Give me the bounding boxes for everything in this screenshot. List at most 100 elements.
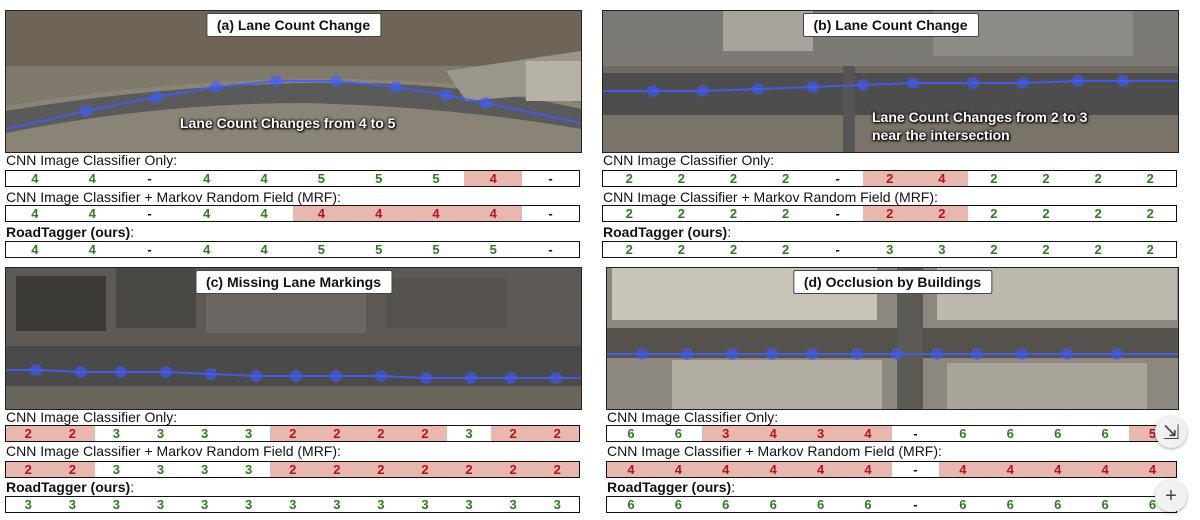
graph-node bbox=[807, 81, 819, 93]
row-label-ours: RoadTagger (ours): bbox=[6, 480, 134, 495]
lane-count-cell: 2 bbox=[729, 171, 738, 186]
graph-node bbox=[440, 89, 452, 101]
collapse-arrows-icon[interactable]: ⇲ bbox=[1155, 416, 1187, 448]
lane-count-cell: 6 bbox=[1101, 497, 1109, 512]
lane-count-cell: 3 bbox=[938, 242, 946, 257]
lane-count-cell: 3 bbox=[465, 426, 473, 441]
row-label-text: RoadTagger (ours) bbox=[603, 224, 728, 240]
panel-title-c: (c) Missing Lane Markings bbox=[194, 270, 393, 294]
lane-count-cell: 2 bbox=[1146, 242, 1154, 257]
lane-count-cell: 3 bbox=[553, 497, 561, 512]
lane-count-cell: 2 bbox=[915, 206, 969, 221]
lane-count-cell: 2 bbox=[446, 462, 492, 477]
row-label-colon: : bbox=[727, 224, 732, 240]
scene-d bbox=[607, 268, 1178, 409]
graph-node bbox=[971, 348, 983, 360]
lane-count-cell: 2 bbox=[270, 426, 316, 441]
lane-count-cell: 4 bbox=[260, 171, 268, 186]
lane-count-cell: 5 bbox=[317, 171, 326, 186]
lane-count-cell: 2 bbox=[50, 462, 95, 477]
lane-count-cell: 4 bbox=[654, 462, 703, 477]
lane-count-cell: 6 bbox=[769, 497, 777, 512]
lane-count-cell: 3 bbox=[509, 497, 517, 512]
graph-node bbox=[1072, 75, 1084, 87]
lane-count-cell: 6 bbox=[1101, 426, 1109, 441]
lane-count-cell: 2 bbox=[270, 462, 316, 477]
lane-count-cell: 5 bbox=[489, 242, 497, 257]
lane-count-cell: 5 bbox=[375, 242, 383, 257]
lane-count-cell: 2 bbox=[625, 171, 633, 186]
graph-node bbox=[80, 105, 92, 117]
lane-count-cell: - bbox=[913, 426, 918, 441]
lane-count-cell: 4 bbox=[701, 462, 750, 477]
lane-count-cell: 4 bbox=[203, 171, 211, 186]
lane-count-cell: 3 bbox=[156, 426, 165, 441]
lane-count-cell: 6 bbox=[1006, 497, 1014, 512]
lane-count-cell: - bbox=[147, 206, 152, 221]
lane-count-cell: 2 bbox=[1094, 242, 1102, 257]
lane-count-cell: 3 bbox=[289, 497, 297, 512]
lane-count-cell: 6 bbox=[627, 497, 635, 512]
lane-count-cell: 6 bbox=[816, 497, 825, 512]
graph-node bbox=[160, 366, 172, 378]
row-label-text: RoadTagger (ours) bbox=[607, 479, 732, 495]
graph-node bbox=[290, 370, 302, 382]
graph-node bbox=[1111, 348, 1123, 360]
lane-count-cell: 4 bbox=[844, 426, 892, 441]
graph-node bbox=[806, 348, 818, 360]
row-label-cnn: CNN Image Classifier Only: bbox=[603, 152, 775, 168]
row-label-ours: RoadTagger (ours): bbox=[6, 225, 134, 240]
graph-node bbox=[505, 372, 517, 384]
row-label-ours: RoadTagger (ours): bbox=[607, 480, 735, 495]
lane-count-cell: 4 bbox=[260, 206, 268, 221]
lane-count-cell: 5 bbox=[432, 242, 440, 257]
lane-count-cell: 2 bbox=[1042, 242, 1050, 257]
graph-node bbox=[375, 370, 387, 382]
lane-count-cell: 2 bbox=[677, 206, 685, 221]
graph-node bbox=[636, 348, 648, 360]
lane-count-cell: 2 bbox=[781, 171, 790, 186]
lane-count-cell: 3 bbox=[796, 426, 845, 441]
lane-count-cell: 2 bbox=[1146, 171, 1154, 186]
lane-count-cell: 4 bbox=[1033, 462, 1082, 477]
lane-count-cell: 6 bbox=[1148, 497, 1157, 512]
lane-count-cell: 4 bbox=[1128, 462, 1177, 477]
lane-count-cell: - bbox=[835, 242, 840, 257]
lane-count-cell: 4 bbox=[88, 242, 96, 257]
lane-count-cell: 4 bbox=[938, 462, 987, 477]
lane-count-cell: 2 bbox=[1042, 171, 1050, 186]
panel-title-b: (b) Lane Count Change bbox=[802, 13, 979, 37]
lane-count-cell: 5 bbox=[375, 171, 383, 186]
row-label-mrf: CNN Image Classifier + Markov Random Fie… bbox=[607, 443, 942, 459]
graph-nodes-d bbox=[636, 348, 1123, 360]
lane-count-cell: 6 bbox=[674, 497, 682, 512]
lane-count-cell: - bbox=[913, 462, 918, 477]
row-label-colon: : bbox=[130, 224, 135, 240]
graph-edge bbox=[6, 80, 581, 130]
row-label-cnn: CNN Image Classifier Only: bbox=[6, 152, 178, 168]
lane-count-cell: 2 bbox=[534, 426, 580, 441]
graph-node bbox=[647, 85, 659, 97]
lane-count-cell: 4 bbox=[407, 206, 465, 221]
lane-count-cell: 4 bbox=[31, 206, 39, 221]
lane-count-cell: 2 bbox=[50, 426, 95, 441]
graph-nodes-c bbox=[30, 364, 562, 384]
row-label-mrf: CNN Image Classifier + Markov Random Fie… bbox=[603, 189, 938, 205]
row-label-text: RoadTagger (ours) bbox=[6, 479, 131, 495]
row-label-colon: : bbox=[130, 479, 135, 495]
lane-count-cell: - bbox=[548, 242, 553, 257]
lane-count-cell: 2 bbox=[677, 242, 685, 257]
lane-count-cell: 2 bbox=[863, 206, 917, 221]
plus-icon[interactable]: + bbox=[1155, 480, 1187, 512]
lane-count-cell: 4 bbox=[31, 242, 39, 257]
lane-count-cell: 6 bbox=[959, 497, 967, 512]
lane-count-cell: - bbox=[835, 206, 840, 221]
lane-count-cell: 2 bbox=[402, 462, 448, 477]
lane-count-cell: 4 bbox=[915, 171, 969, 186]
graph-node bbox=[967, 77, 979, 89]
